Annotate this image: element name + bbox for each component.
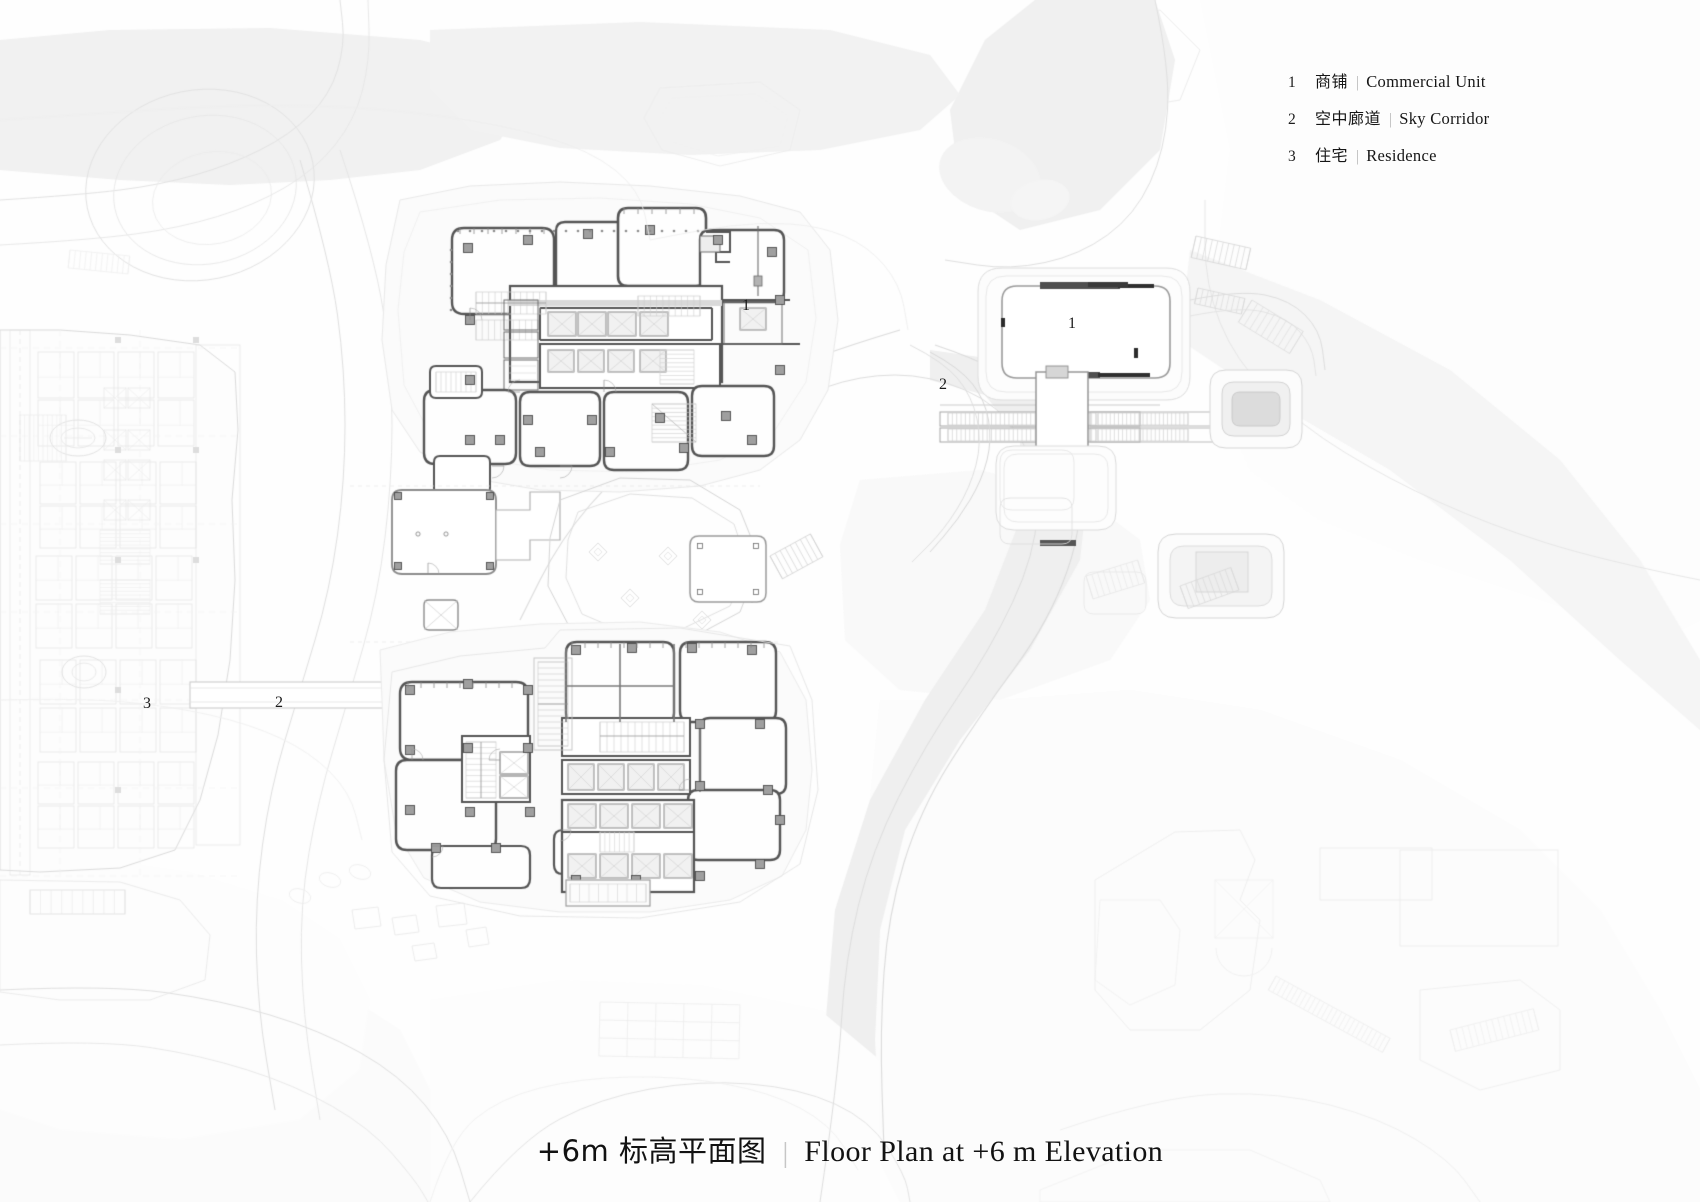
legend-label-english: Commercial Unit [1366, 72, 1486, 91]
legend-separator: | [1356, 74, 1360, 91]
title-block: +6m 标高平面图 | Floor Plan at +6 m Elevation [0, 1128, 1700, 1170]
legend-label-chinese: 住宅 [1315, 146, 1349, 165]
legend-number: 1 [1288, 74, 1296, 91]
legend-label-chinese: 商铺 [1315, 72, 1349, 91]
keynote-north-tower-commercial: 1 [742, 297, 750, 314]
legend-label-english: Residence [1366, 146, 1437, 165]
keynote-east-pavilion-commercial: 1 [1068, 315, 1076, 332]
legend-number: 2 [1288, 111, 1296, 128]
keynote-west-residence: 3 [143, 695, 151, 712]
keynote-east-sky-corridor: 2 [939, 376, 947, 393]
legend-item-3: 3 住宅 | Residence [1288, 142, 1618, 166]
legend-label-english: Sky Corridor [1399, 109, 1490, 128]
legend-separator: | [1356, 148, 1360, 165]
legend: 1 商铺 | Commercial Unit 2 空中廊道 | Sky Corr… [1288, 68, 1618, 179]
title-english: Floor Plan at +6 m Elevation [804, 1135, 1164, 1168]
legend-label-chinese: 空中廊道 [1315, 109, 1382, 128]
title-chinese: +6m 标高平面图 [536, 1134, 767, 1168]
keynote-west-sky-corridor: 2 [275, 694, 283, 711]
title-separator: | [782, 1137, 789, 1169]
legend-item-1: 1 商铺 | Commercial Unit [1288, 68, 1618, 92]
legend-number: 3 [1288, 148, 1296, 165]
legend-separator: | [1389, 111, 1393, 128]
legend-item-2: 2 空中廊道 | Sky Corridor [1288, 105, 1618, 129]
